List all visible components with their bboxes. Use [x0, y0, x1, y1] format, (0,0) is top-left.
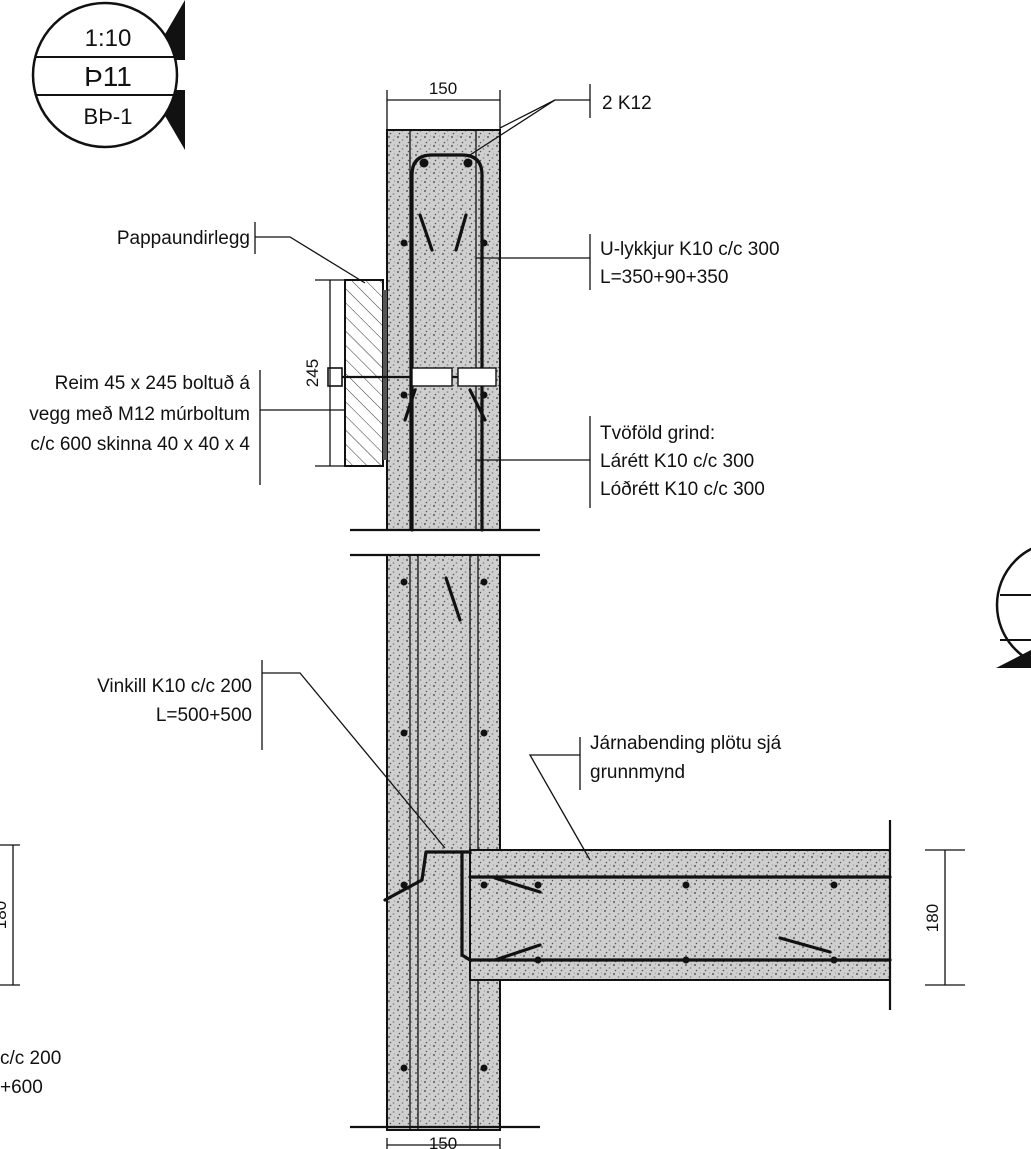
- label-slab-1: Járnabending plötu sjá: [590, 733, 782, 754]
- wall-rebar-lower: [383, 576, 892, 1072]
- label-batten-1: Reim 45 x 245 boltuð á: [55, 373, 251, 394]
- label-angle-2: L=500+500: [156, 705, 252, 726]
- partial-detail-marker: [995, 547, 1031, 668]
- detail-marker: 1:10 Þ11 BÞ-1: [31, 0, 185, 150]
- label-grid-1: Tvöföld grind:: [600, 423, 715, 444]
- wall-width-bottom-dim: 150: [429, 1134, 457, 1149]
- detail-number: Þ11: [84, 61, 132, 92]
- leader-lines: [254, 84, 591, 861]
- label-left-cut-1: c/c 200: [0, 1048, 61, 1069]
- timber-batten: [327, 279, 497, 467]
- slab-thickness-dim: 180: [923, 904, 942, 932]
- label-batten-3: c/c 600 skinna 40 x 40 x 4: [30, 434, 250, 455]
- label-underlay: Pappaundirlegg: [117, 228, 250, 249]
- floor-slab: [469, 820, 892, 1010]
- wall-lower: [350, 554, 540, 1131]
- label-grid-3: Lóðrétt K10 c/c 300: [600, 479, 765, 500]
- batten-height-dim: 245: [303, 359, 322, 387]
- detail-sheet: BÞ-1: [84, 104, 133, 129]
- dimension-lines: 150 245 180 180 150: [0, 79, 965, 1149]
- wall-width-top-dim: 150: [429, 79, 457, 98]
- wall-rebar-upper: [400, 153, 488, 532]
- label-top-bars: 2 K12: [602, 93, 652, 114]
- label-left-cut-2: +600: [0, 1077, 43, 1098]
- detail-scale: 1:10: [85, 25, 132, 52]
- label-u-loops-2: L=350+90+350: [600, 267, 728, 288]
- left-cut-dim: 180: [0, 901, 10, 929]
- label-slab-2: grunnmynd: [590, 762, 685, 783]
- label-u-loops-1: U-lykkjur K10 c/c 300: [600, 239, 780, 260]
- label-angle-1: Vinkill K10 c/c 200: [97, 676, 252, 697]
- label-grid-2: Lárétt K10 c/c 300: [600, 451, 754, 472]
- annotations: 2 K12 U-lykkjur K10 c/c 300 L=350+90+350…: [0, 93, 782, 1098]
- label-batten-2: vegg með M12 múrboltum: [29, 404, 250, 425]
